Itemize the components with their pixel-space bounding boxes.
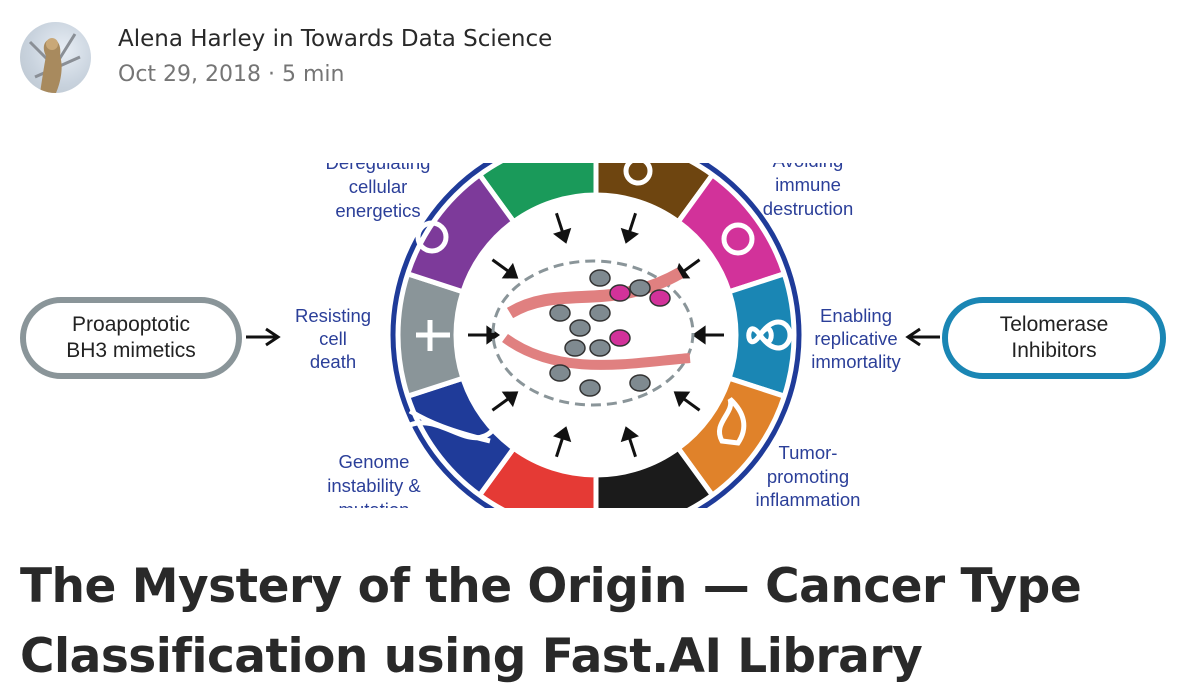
hallmark-segment: [476, 163, 599, 226]
label-line: Avoiding: [773, 163, 844, 171]
arrowhead-icon: [553, 227, 572, 244]
label-energetics: Deregulating cellular energetics: [326, 163, 431, 221]
flame-icon: [717, 397, 747, 446]
arrow-left-icon: [905, 327, 940, 347]
label-line: instability &: [327, 475, 421, 496]
arrowhead-icon: [692, 325, 706, 345]
label-line: immune: [775, 174, 841, 195]
arrowhead-icon: [501, 391, 519, 408]
read-time: 5 min: [282, 62, 345, 87]
label-line: Deregulating: [326, 163, 431, 173]
block-icon: [623, 163, 653, 186]
label-line: destruction: [763, 198, 854, 219]
hallmark-segment: [593, 444, 716, 508]
author-avatar[interactable]: [20, 22, 91, 93]
author-publication-line[interactable]: Alena Harley in Towards Data Science: [118, 26, 553, 52]
cell-mark: [549, 304, 571, 322]
cell-mark: [609, 329, 631, 347]
label-immune: Avoiding immune destruction: [763, 163, 854, 219]
label-line: inflammation: [756, 489, 861, 508]
inward-arrows: [468, 212, 724, 458]
box-text: Telomerase: [1000, 313, 1109, 336]
cell-mark: [549, 364, 571, 382]
proapoptotic-box: Proapoptotic BH3 mimetics: [20, 297, 242, 379]
arrowhead-icon: [553, 426, 572, 443]
cell-mark: [564, 339, 586, 357]
label-death: Resisting cell death: [295, 305, 371, 372]
arrow-right-icon: [246, 327, 281, 347]
atom-icon: [415, 220, 449, 254]
label-line: Tumor-: [779, 442, 838, 463]
meta-separator: ·: [268, 62, 275, 87]
cell-mark: [589, 269, 611, 287]
arrowhead-icon: [620, 227, 639, 244]
box-text: BH3 mimetics: [66, 339, 196, 362]
arrowhead-icon: [620, 426, 639, 443]
hero-image-hallmarks-of-cancer[interactable]: Proapoptotic BH3 mimetics Telomerase Inh…: [0, 163, 1194, 508]
cell-mark: [649, 289, 671, 307]
label-inflammation: Tumor- promoting inflammation: [756, 442, 861, 508]
label-line: cell: [319, 328, 347, 349]
label-line: death: [310, 351, 356, 372]
cell-mark: [629, 279, 651, 297]
tumor-illustration: [491, 259, 695, 407]
arrowhead-icon: [486, 325, 500, 345]
cell-mark: [589, 339, 611, 357]
cell-mark: [629, 374, 651, 392]
label-line: Genome: [339, 451, 410, 472]
cell-mark: [609, 284, 631, 302]
label-line: cellular: [349, 176, 408, 197]
box-text: Inhibitors: [1011, 339, 1096, 362]
segment-icons: [408, 163, 793, 446]
label-genome: Genome instability & mutation: [327, 451, 421, 508]
ring-border: [390, 163, 802, 508]
label-line: mutation: [339, 499, 410, 508]
avatar-image: [28, 33, 81, 93]
arrowhead-icon: [673, 391, 691, 408]
label-line: Enabling: [820, 305, 892, 326]
label-line: energetics: [335, 200, 420, 221]
label-line: Resisting: [295, 305, 371, 326]
label-line: replicative: [814, 328, 897, 349]
cell-mark: [569, 319, 591, 337]
telomerase-box: Telomerase Inhibitors: [942, 297, 1166, 379]
immune-cell-icon: [721, 222, 755, 256]
infinity-icon: [746, 319, 793, 351]
label-immortality: Enabling replicative immortality: [811, 305, 901, 372]
post-date: Oct 29, 2018: [118, 62, 261, 87]
box-text: Proapoptotic: [72, 313, 190, 336]
cell-mark: [589, 304, 611, 322]
hallmark-segment: [404, 171, 518, 295]
arrowhead-icon: [501, 262, 519, 279]
cell-mark: [579, 379, 601, 397]
article-title[interactable]: The Mystery of the Origin — Cancer Type …: [20, 559, 1082, 684]
label-line: immortality: [811, 351, 901, 372]
dna-icon: [408, 408, 494, 444]
plus-icon: [416, 320, 450, 351]
post-meta: Oct 29, 2018 · 5 min: [118, 62, 344, 87]
label-line: promoting: [767, 466, 849, 487]
hallmarks-ring: [395, 163, 797, 508]
